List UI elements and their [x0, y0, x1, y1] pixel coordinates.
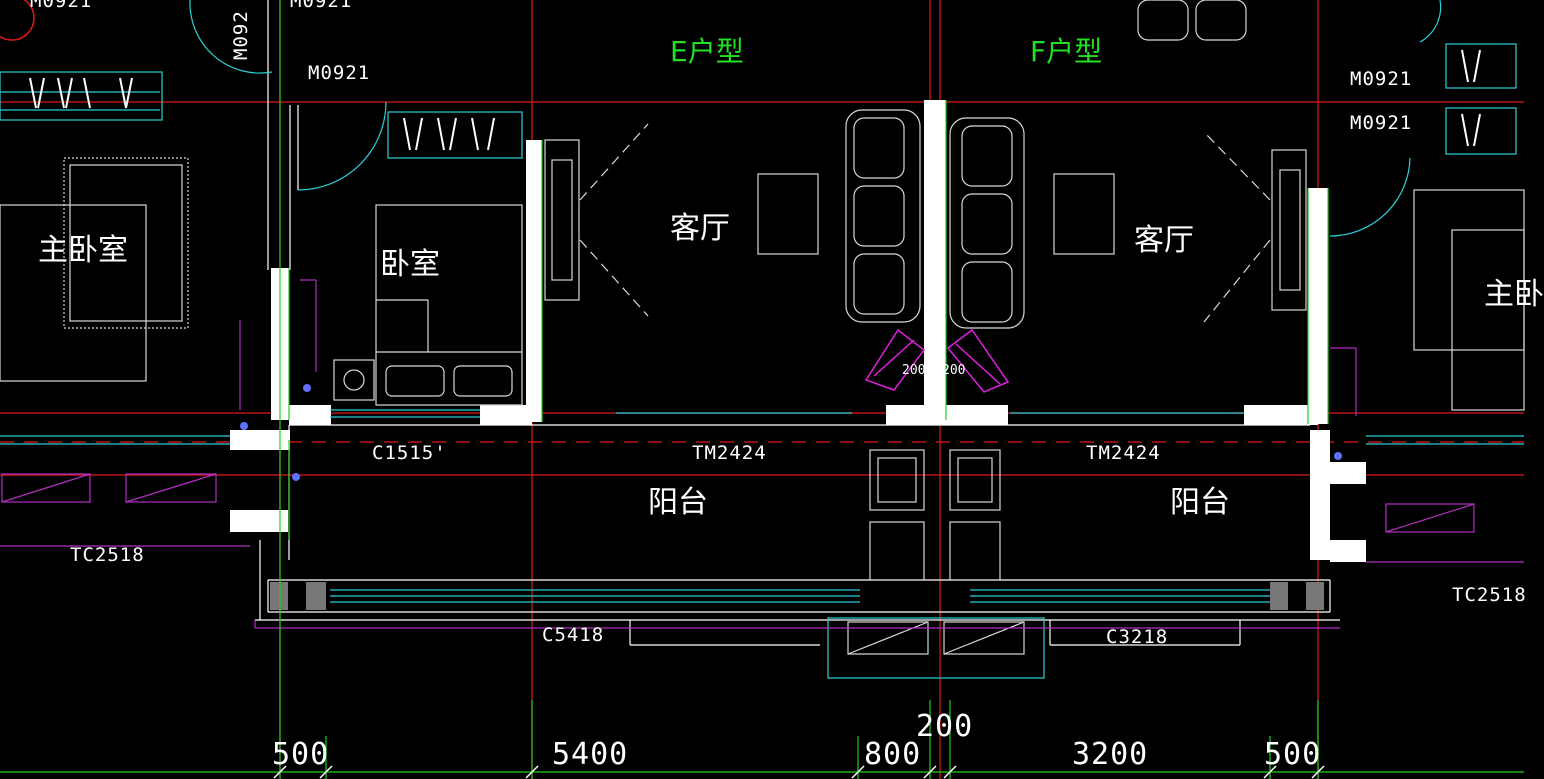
code-small-dim-1: 200 — [902, 363, 926, 378]
code-door-right-2: M0921 — [1350, 112, 1413, 134]
code-door-right-1: M0921 — [1350, 68, 1413, 90]
room-living-f: 客厅 — [1134, 223, 1194, 258]
room-master-bedroom-right: 主卧 — [1484, 277, 1544, 312]
room-bedroom: 卧室 — [380, 247, 440, 282]
unit-type-e: E户型 — [670, 35, 744, 68]
dimension-3200: 3200 — [1072, 737, 1149, 772]
room-master-bedroom-left: 主卧室 — [38, 233, 128, 268]
code-tc-right: TC2518 — [1452, 584, 1527, 606]
code-window-c1515: C1515' — [372, 442, 447, 464]
code-door-vertical: M092 — [230, 10, 252, 60]
dimension-200: 200 — [916, 709, 974, 744]
windows — [0, 0, 1524, 679]
thin-lines — [255, 0, 1340, 646]
dimension-ticks — [273, 765, 1325, 779]
code-c5418: C5418 — [542, 624, 605, 646]
window-glyphs — [29, 49, 1481, 151]
blue-markers — [240, 384, 1342, 481]
dimension-5400: 5400 — [552, 737, 629, 772]
furniture — [0, 0, 1525, 655]
code-door-e: M0921 — [308, 62, 371, 84]
code-tc-left: TC2518 — [70, 544, 145, 566]
code-c3218: C3218 — [1106, 626, 1169, 648]
dimension-500-left: 500 — [272, 737, 330, 772]
room-balcony-e: 阳台 — [648, 485, 708, 520]
code-door-top-left-2: M0921 — [290, 0, 353, 12]
dimension-800: 800 — [864, 737, 922, 772]
marker-circle — [0, 0, 35, 41]
code-tm-e: TM2424 — [692, 442, 767, 464]
room-balcony-f: 阳台 — [1170, 485, 1230, 520]
magenta-symbols — [864, 328, 1010, 393]
columns — [270, 582, 1324, 610]
code-door-top-left: M0921 — [30, 0, 93, 12]
code-small-dim-2: 200 — [942, 363, 966, 378]
unit-type-f: F户型 — [1030, 35, 1103, 68]
dimension-500-right: 500 — [1264, 737, 1322, 772]
code-tm-f: TM2424 — [1086, 442, 1161, 464]
purple-lines — [0, 279, 1524, 629]
room-living-e: 客厅 — [670, 211, 730, 246]
